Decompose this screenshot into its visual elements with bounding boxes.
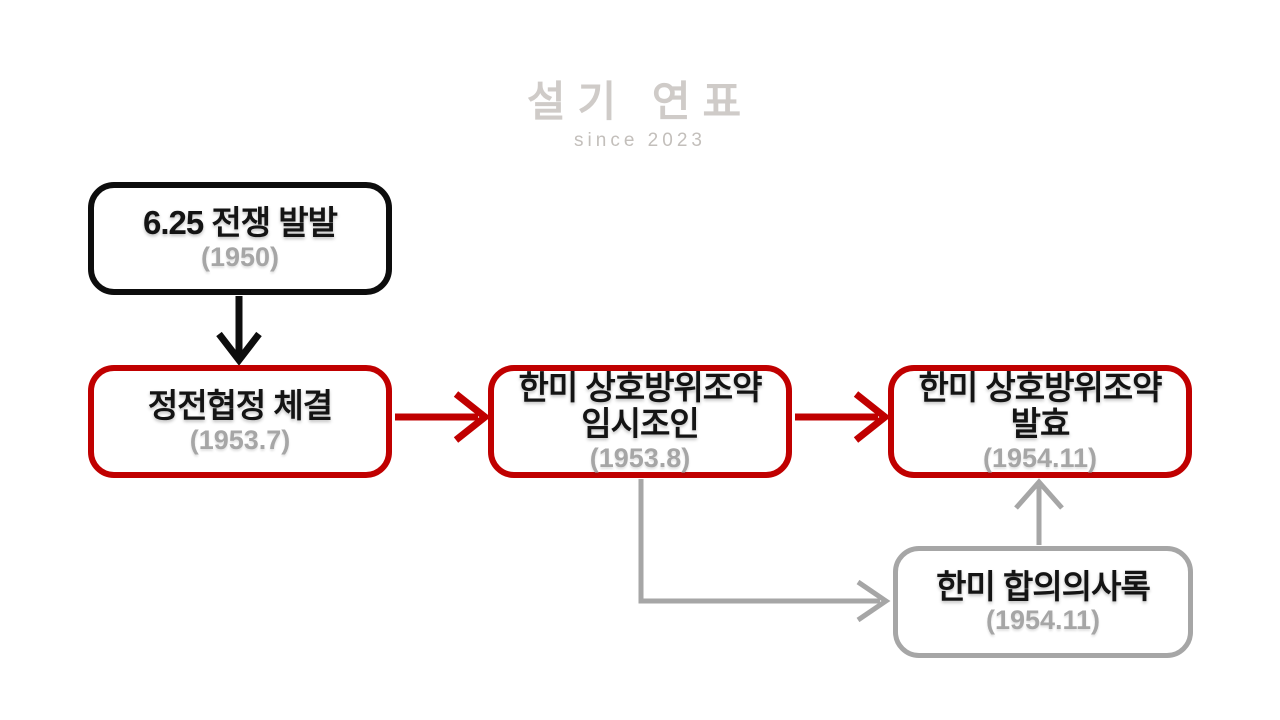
- node-title-line2: 발효: [1010, 405, 1071, 443]
- node-year: (1950): [200, 241, 280, 272]
- flow-node-agreed-minutes: 한미 합의의사록 (1954.11): [893, 546, 1193, 658]
- arrow-initialing-to-effective: [795, 391, 891, 443]
- watermark-subtitle: since 2023: [574, 130, 706, 151]
- flow-node-armistice: 정전협정 체결 (1953.7): [88, 365, 392, 478]
- arrow-minutes-to-effective: [1014, 478, 1064, 545]
- node-year: (1953.7): [189, 424, 291, 455]
- watermark-title: 설기 연표: [526, 78, 754, 125]
- connector-initialing-to-minutes: [638, 479, 891, 623]
- node-year: (1954.11): [985, 605, 1101, 636]
- arrow-armistice-to-initialing: [395, 391, 491, 443]
- node-year: (1954.11): [982, 442, 1098, 473]
- node-title: 한미 합의의사록: [936, 567, 1151, 605]
- node-year: (1953.8): [589, 442, 691, 473]
- flow-node-treaty-initialing: 한미 상호방위조약 임시조인 (1953.8): [488, 365, 792, 478]
- node-title: 한미 상호방위조약: [518, 369, 762, 407]
- node-title: 한미 상호방위조약: [918, 369, 1162, 407]
- flow-node-treaty-effective: 한미 상호방위조약 발효 (1954.11): [888, 365, 1192, 478]
- node-title-line2: 임시조인: [581, 405, 699, 443]
- flow-node-war-outbreak: 6.25 전쟁 발발 (1950): [88, 182, 392, 295]
- arrow-war-to-armistice: [216, 296, 262, 366]
- node-title: 6.25 전쟁 발발: [142, 204, 338, 242]
- node-title: 정전협정 체결: [147, 387, 333, 425]
- watermark: 설기 연표 since 2023: [0, 68, 1280, 152]
